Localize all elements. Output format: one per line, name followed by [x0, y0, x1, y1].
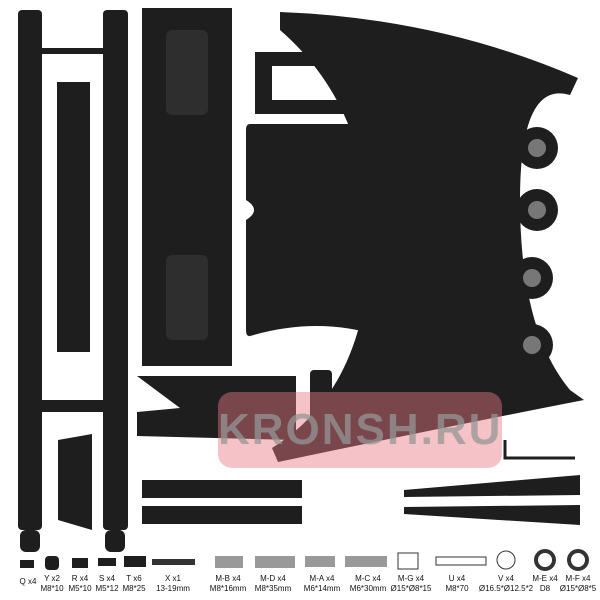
- arm-bottom: [404, 505, 580, 525]
- slotted-bracket: [57, 82, 90, 352]
- hex-key: [503, 440, 575, 460]
- shelf: [246, 124, 386, 337]
- strap-bottom: [142, 506, 302, 524]
- pole-crossbar-bottom: [42, 400, 103, 412]
- strap-top: [142, 480, 302, 498]
- casters: [511, 127, 558, 366]
- watermark: KRONSH.RU: [218, 392, 502, 468]
- clip-left: [310, 370, 332, 428]
- pole-left: [18, 10, 42, 530]
- pole-right: [103, 10, 128, 530]
- arm-top: [404, 475, 580, 497]
- tray-bracket: [137, 376, 296, 440]
- clip-right: [343, 370, 365, 428]
- stand-frame: [272, 12, 584, 462]
- pole-crossbar-top: [42, 48, 103, 54]
- angled-plate: [58, 434, 92, 530]
- watermark-text: KRONSH.RU: [218, 405, 503, 454]
- pole-cap-left: [20, 530, 40, 552]
- label-Q: Q x4: [19, 577, 37, 586]
- pole-cap-right: [105, 530, 125, 552]
